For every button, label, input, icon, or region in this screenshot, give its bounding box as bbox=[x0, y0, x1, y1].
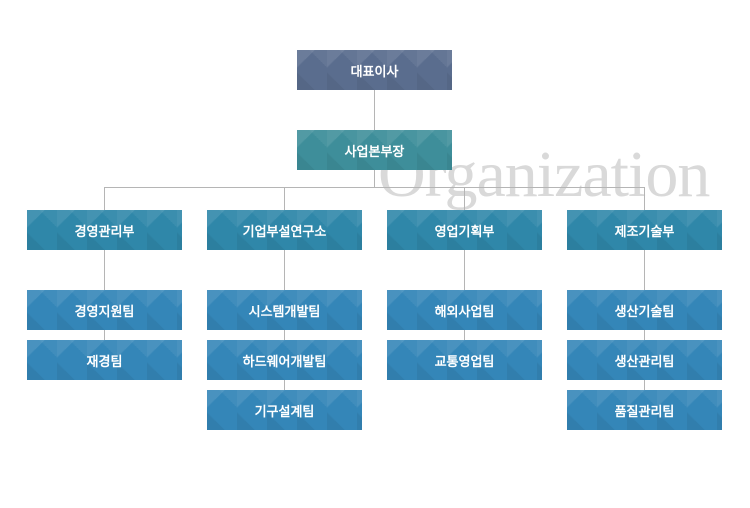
dept-node-4: 제조기술부 bbox=[567, 210, 722, 250]
team-node: 시스템개발팀 bbox=[207, 290, 362, 330]
team-label: 경영지원팀 bbox=[74, 304, 135, 320]
team-label: 생산기술팀 bbox=[614, 304, 675, 320]
dept-label: 경영관리부 bbox=[74, 224, 135, 240]
dept-label: 영업기획부 bbox=[434, 224, 495, 240]
team-label: 품질관리팀 bbox=[614, 404, 675, 420]
connector-horizontal bbox=[104, 187, 645, 188]
team-node: 생산관리팀 bbox=[567, 340, 722, 380]
team-label: 재경팀 bbox=[86, 354, 123, 370]
team-label: 생산관리팀 bbox=[614, 354, 675, 370]
team-label: 해외사업팀 bbox=[434, 304, 495, 320]
team-node: 기구설계팀 bbox=[207, 390, 362, 430]
team-node: 해외사업팀 bbox=[387, 290, 542, 330]
dept-node-3: 영업기획부 bbox=[387, 210, 542, 250]
connector-drop-dept-3 bbox=[464, 187, 465, 210]
team-label: 시스템개발팀 bbox=[248, 304, 321, 320]
dept-node-2: 기업부설연구소 bbox=[207, 210, 362, 250]
dept-label: 기업부설연구소 bbox=[242, 224, 327, 240]
team-node: 하드웨어개발팀 bbox=[207, 340, 362, 380]
team-node: 교통영업팀 bbox=[387, 340, 542, 380]
connector-hq-branch bbox=[374, 170, 375, 188]
dept-label: 제조기술부 bbox=[614, 224, 675, 240]
ceo-node: 대표이사 bbox=[297, 50, 452, 90]
hq-node: 사업본부장 bbox=[297, 130, 452, 170]
team-node: 경영지원팀 bbox=[27, 290, 182, 330]
connector-drop-dept-4 bbox=[644, 187, 645, 210]
team-label: 교통영업팀 bbox=[434, 354, 495, 370]
connector-drop-dept-2 bbox=[284, 187, 285, 210]
connector-ceo-hq bbox=[374, 90, 375, 130]
team-label: 하드웨어개발팀 bbox=[242, 354, 327, 370]
team-node: 품질관리팀 bbox=[567, 390, 722, 430]
dept-node-1: 경영관리부 bbox=[27, 210, 182, 250]
team-node: 생산기술팀 bbox=[567, 290, 722, 330]
team-label: 기구설계팀 bbox=[254, 404, 315, 420]
team-node: 재경팀 bbox=[27, 340, 182, 380]
connector-drop-dept-1 bbox=[104, 187, 105, 210]
hq-label: 사업본부장 bbox=[344, 144, 405, 160]
ceo-label: 대표이사 bbox=[350, 64, 399, 80]
